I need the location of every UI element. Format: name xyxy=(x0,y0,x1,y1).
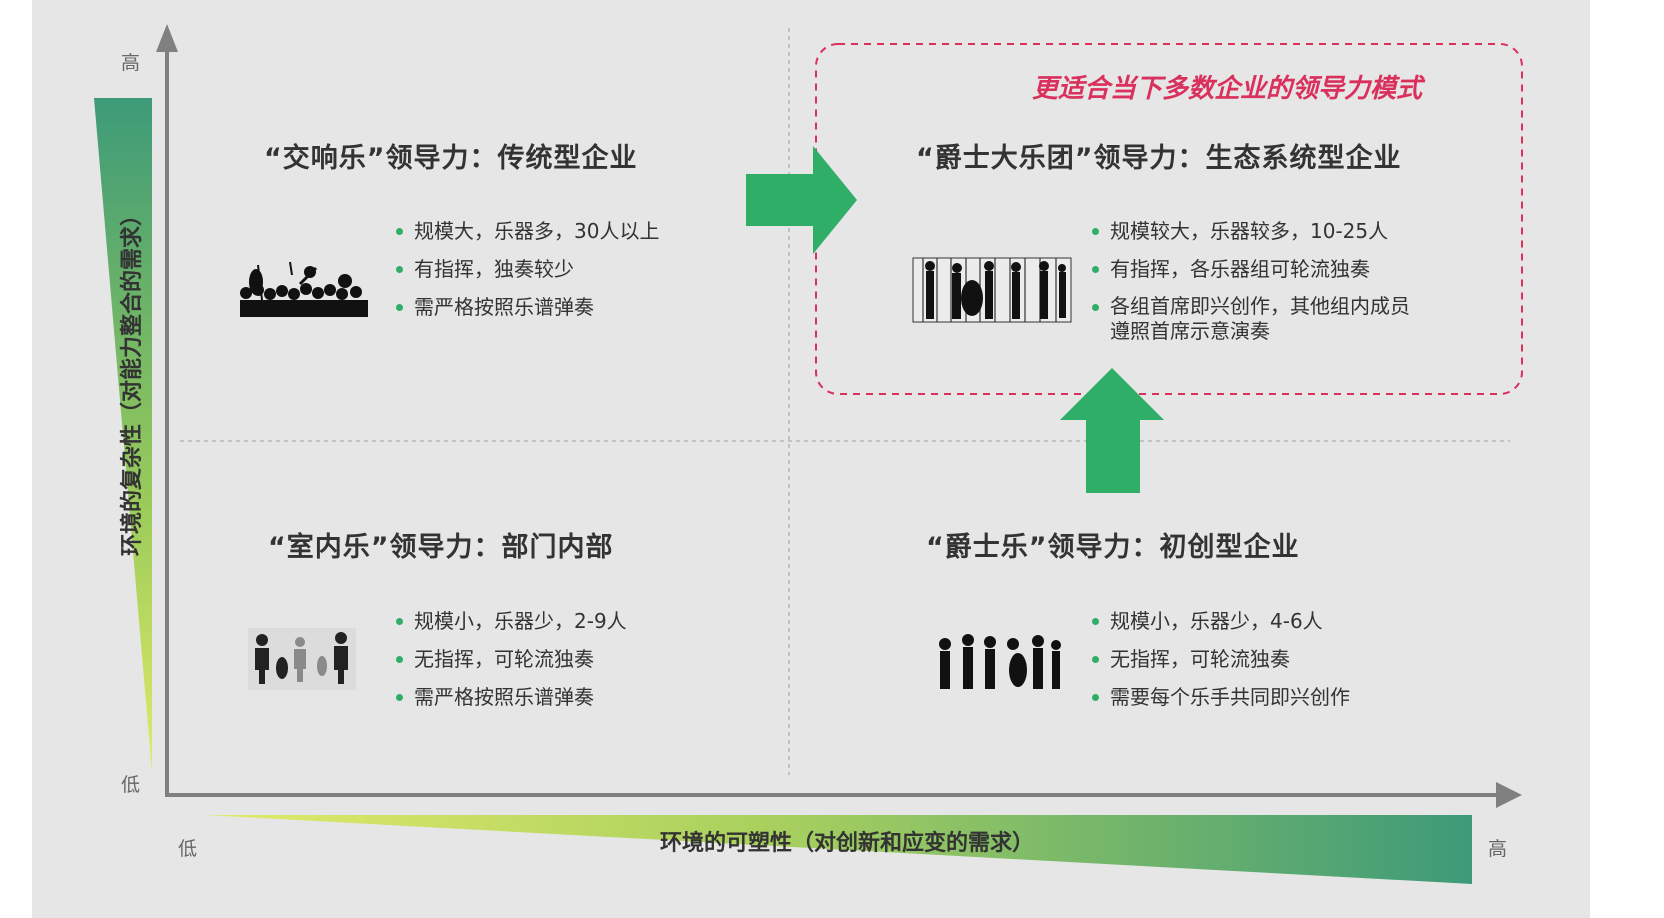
big-band-silhouette-icon xyxy=(912,257,1072,323)
x-axis-arrow xyxy=(1496,782,1522,808)
quadrant-big-band-bullets: 规模较大，乐器较多，10-25人 有指挥，各乐器组可轮流独奏 各组首席即兴创作，… xyxy=(1092,212,1410,344)
quadrant-symphony-bullets: 规模大，乐器多，30人以上 有指挥，独奏较少 需严格按照乐谱弹奏 xyxy=(396,212,659,326)
quadrant-symphony-title: “交响乐”领导力：传统型企业 xyxy=(264,143,638,174)
list-item: 各组首席即兴创作，其他组内成员遵照首席示意演奏 xyxy=(1092,288,1410,344)
x-axis-low-label: 低 xyxy=(178,838,198,860)
y-axis-high-label: 高 xyxy=(121,52,141,74)
list-item: 规模小，乐器少，4-6人 xyxy=(1092,602,1350,640)
list-item: 需要每个乐手共同即兴创作 xyxy=(1092,678,1350,716)
list-item: 有指挥，独奏较少 xyxy=(396,250,659,288)
list-item-line: 遵照首席示意演奏 xyxy=(1110,319,1270,343)
x-axis-title: 环境的可塑性（对创新和应变的需求） xyxy=(660,831,1035,856)
x-gradient-wedge xyxy=(205,815,1472,884)
y-axis-title: 环境的复杂性（对能力整合的需求） xyxy=(120,203,145,557)
list-item: 规模较大，乐器较多，10-25人 xyxy=(1092,212,1410,250)
y-gradient-wedge xyxy=(94,98,152,772)
highlight-caption: 更适合当下多数企业的领导力模式 xyxy=(1032,74,1423,104)
chamber-ensemble-silhouette-icon xyxy=(248,628,356,690)
y-axis-low-label: 低 xyxy=(121,774,141,796)
diagram-panel xyxy=(32,0,1590,918)
orchestra-silhouette-icon xyxy=(240,261,368,317)
jazz-combo-silhouette-icon xyxy=(939,634,1061,689)
quadrant-chamber-bullets: 规模小，乐器少，2-9人 无指挥，可轮流独奏 需严格按照乐谱弹奏 xyxy=(396,602,627,716)
right-arrow xyxy=(746,146,857,254)
list-item-line: 各组首席即兴创作，其他组内成员 xyxy=(1110,294,1410,318)
list-item: 规模大，乐器多，30人以上 xyxy=(396,212,659,250)
quadrant-chamber-title: “室内乐”领导力：部门内部 xyxy=(268,532,614,563)
up-arrow xyxy=(1060,368,1164,493)
y-axis-arrow xyxy=(156,24,178,52)
list-item: 需严格按照乐谱弹奏 xyxy=(396,288,659,326)
x-axis-high-label: 高 xyxy=(1488,838,1508,860)
quadrant-jazz-title: “爵士乐”领导力：初创型企业 xyxy=(926,532,1300,563)
list-item: 需严格按照乐谱弹奏 xyxy=(396,678,627,716)
quadrant-big-band-title: “爵士大乐团”领导力：生态系统型企业 xyxy=(916,143,1402,174)
list-item: 无指挥，可轮流独奏 xyxy=(1092,640,1350,678)
list-item: 无指挥，可轮流独奏 xyxy=(396,640,627,678)
list-item: 有指挥，各乐器组可轮流独奏 xyxy=(1092,250,1410,288)
quadrant-jazz-bullets: 规模小，乐器少，4-6人 无指挥，可轮流独奏 需要每个乐手共同即兴创作 xyxy=(1092,602,1350,716)
list-item: 规模小，乐器少，2-9人 xyxy=(396,602,627,640)
